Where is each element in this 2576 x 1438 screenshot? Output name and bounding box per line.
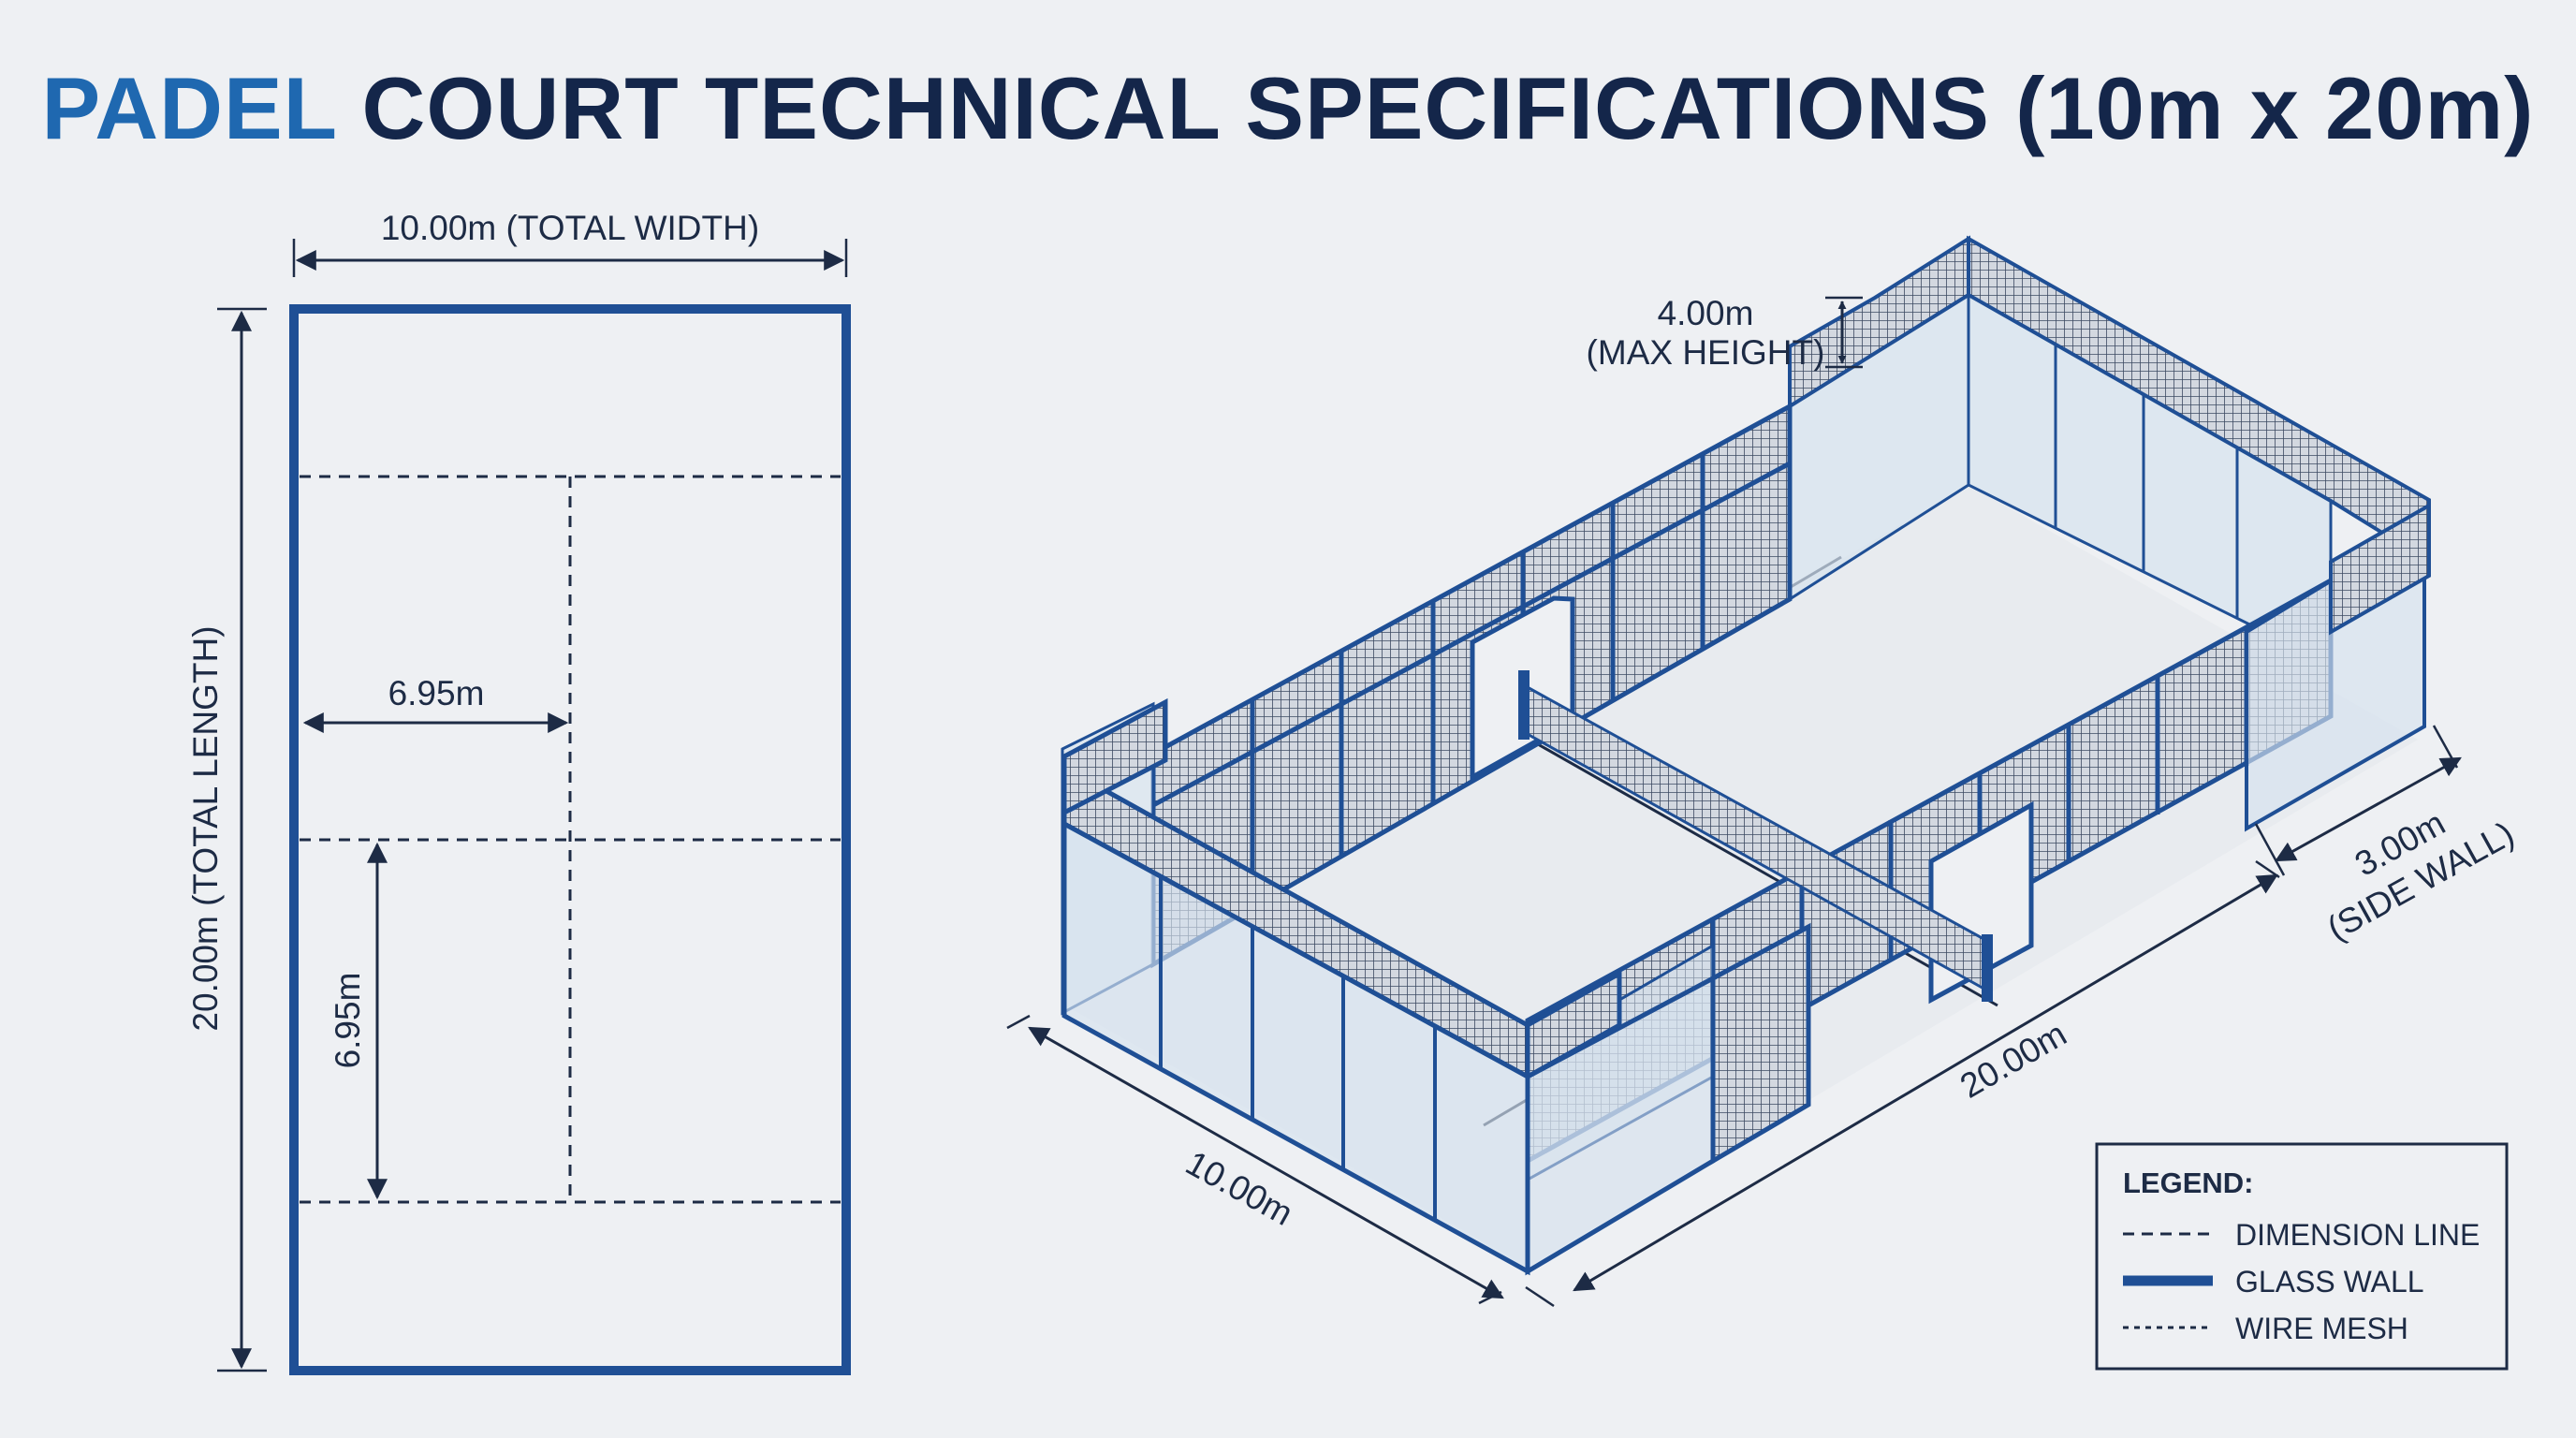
plan-service-length-label: 6.95m	[329, 973, 367, 1069]
isometric-view: 4.00m (MAX HEIGHT) 3.00m (SIDE WALL) 20.…	[1006, 235, 2520, 1308]
plan-service-width-label: 6.95m	[388, 674, 485, 712]
back-right-mesh	[1967, 235, 2431, 565]
legend-item-dimension: DIMENSION LINE	[2235, 1218, 2480, 1252]
plan-length-label: 20.00m (TOTAL LENGTH)	[186, 625, 225, 1031]
legend-item-glass: GLASS WALL	[2235, 1265, 2424, 1299]
plan-width-dimension: 10.00m (TOTAL WIDTH)	[292, 209, 848, 277]
back-end-mesh	[1788, 235, 1970, 410]
legend: LEGEND: DIMENSION LINE GLASS WALL WIRE M…	[2095, 1142, 2509, 1371]
front-left-mesh-corner	[1061, 697, 1168, 817]
plan-service-lines	[300, 475, 841, 1204]
near-right-mesh	[2329, 502, 2431, 636]
title-rest: COURT TECHNICAL SPECIFICATIONS (10m x 20…	[361, 59, 2535, 157]
far-glass-dividers	[2054, 345, 2239, 618]
plan-view: 10.00m (TOTAL WIDTH) 20.00m (TOTAL LENGT…	[186, 209, 851, 1375]
plan-service-width-dimension: 6.95m	[302, 674, 569, 733]
max-height-label: (MAX HEIGHT)	[1587, 333, 1825, 372]
plan-width-label: 10.00m (TOTAL WIDTH)	[381, 209, 759, 247]
page-title: PADEL COURT TECHNICAL SPECIFICATIONS (10…	[0, 58, 2576, 159]
plan-length-dimension: 20.00m (TOTAL LENGTH)	[186, 307, 267, 1372]
plan-service-length-dimension: 6.95m	[329, 842, 388, 1200]
legend-item-mesh: WIRE MESH	[2235, 1312, 2408, 1345]
max-height-dimension: 4.00m (MAX HEIGHT)	[1587, 294, 1863, 372]
legend-title: LEGEND:	[2123, 1167, 2254, 1199]
title-accent: PADEL	[41, 59, 337, 157]
legend-box	[2095, 1142, 2509, 1371]
width-label: 10.00m	[1179, 1143, 1299, 1233]
length-label: 20.00m	[1954, 1015, 2072, 1106]
max-height-value: 4.00m	[1658, 294, 1754, 332]
